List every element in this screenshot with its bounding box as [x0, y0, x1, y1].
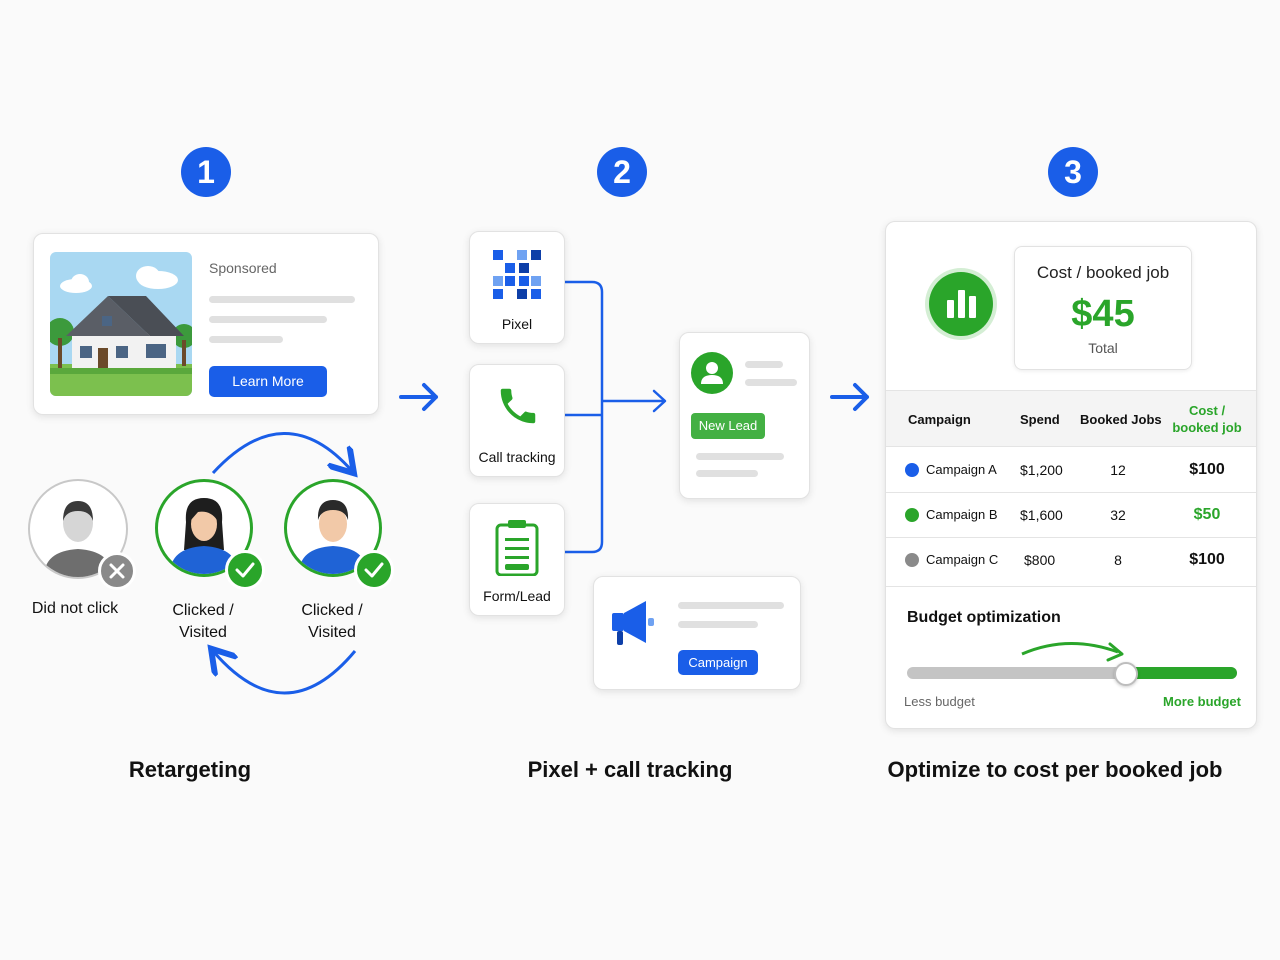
- connector-lines: [564, 280, 667, 554]
- check-icon: [225, 550, 265, 590]
- pixel-label: Pixel: [501, 316, 533, 332]
- table-divider: [886, 390, 1256, 391]
- budget-slider-thumb[interactable]: [1113, 662, 1138, 686]
- user-label-line: Clicked /: [301, 602, 363, 619]
- user-label: Clicked / Visited: [272, 600, 392, 644]
- curved-arrow-icon: [1021, 641, 1124, 662]
- form-lead-label: Form/Lead: [483, 588, 551, 604]
- new-lead-card: New Lead: [679, 332, 810, 499]
- campaign-jobs: 32: [1110, 507, 1126, 523]
- campaign-card: Campaign: [593, 576, 801, 690]
- header-cost-per-job: Cost / booked job: [1166, 402, 1248, 436]
- kpi-value: $45: [1071, 293, 1135, 335]
- arrow-right-icon: [830, 383, 869, 411]
- megaphone-icon: [608, 599, 660, 656]
- person-icon: [691, 352, 733, 394]
- kpi-subtitle: Total: [1088, 340, 1118, 356]
- budget-slider-track[interactable]: [907, 667, 1237, 679]
- table-divider: [886, 446, 1256, 447]
- budget-title: Budget optimization: [907, 609, 1061, 626]
- step-3-badge: 3: [1048, 147, 1098, 197]
- campaign-name: Campaign C: [926, 552, 999, 567]
- caption-pixel-call-tracking: Pixel + call tracking: [527, 757, 733, 782]
- header-cost-line: booked job: [1172, 420, 1242, 435]
- user-label: Clicked / Visited: [143, 600, 263, 644]
- clipboard-icon: [495, 520, 539, 581]
- user-label-line: Visited: [308, 624, 356, 641]
- learn-more-button[interactable]: Learn More: [209, 366, 327, 397]
- campaign-button[interactable]: Campaign: [678, 650, 758, 675]
- table-divider: [886, 492, 1256, 493]
- table-divider: [886, 586, 1256, 587]
- campaign-cost: $100: [1189, 461, 1225, 478]
- bar-chart-icon: [929, 272, 993, 336]
- table-divider: [886, 537, 1256, 538]
- header-booked-jobs: Booked Jobs: [1080, 412, 1162, 427]
- house-image: [50, 252, 192, 396]
- campaign-spend: $1,200: [1020, 462, 1063, 478]
- check-icon: [354, 550, 394, 590]
- ad-text-placeholder: [209, 316, 327, 323]
- budget-slider-fill: [1124, 667, 1237, 679]
- step-2-badge: 2: [597, 147, 647, 197]
- new-lead-badge: New Lead: [691, 413, 765, 439]
- table-row: Campaign B $1,600 32 $50: [886, 492, 1256, 537]
- campaign-name: Campaign B: [926, 507, 998, 522]
- step-1-badge: 1: [181, 147, 231, 197]
- retargeting-cycle-arrows: [195, 432, 375, 695]
- header-spend: Spend: [1020, 412, 1060, 427]
- ad-text-placeholder: [209, 336, 283, 343]
- lead-text-placeholder: [745, 361, 783, 368]
- campaign-spend: $1,600: [1020, 507, 1063, 523]
- kpi-title: Cost / booked job: [1036, 263, 1170, 282]
- user-label-line: Visited: [179, 624, 227, 641]
- arrow-right-icon: [399, 383, 438, 411]
- table-row: Campaign A $1,200 12 $100: [886, 447, 1256, 492]
- pixel-grid-icon: [493, 250, 541, 307]
- call-tracking-source-tile: Call tracking: [469, 364, 565, 477]
- caption-retargeting: Retargeting: [128, 757, 252, 782]
- lead-text-placeholder: [696, 453, 784, 460]
- ad-text-placeholder: [209, 296, 355, 303]
- user-label-line: Clicked /: [172, 602, 234, 619]
- call-tracking-label: Call tracking: [478, 449, 556, 465]
- user-label: Did not click: [31, 600, 119, 617]
- header-cost-line: Cost /: [1188, 403, 1226, 418]
- table-header: Campaign Spend Booked Jobs Cost / booked…: [886, 390, 1256, 446]
- campaign-cost: $100: [1189, 551, 1225, 568]
- pixel-source-tile: Pixel: [469, 231, 565, 344]
- campaign-cost: $50: [1193, 506, 1221, 523]
- sponsored-ad-card: Sponsored Learn More: [33, 233, 379, 415]
- campaign-color-dot: [905, 508, 919, 522]
- campaign-name: Campaign A: [926, 462, 997, 477]
- table-row: Campaign C $800 8 $100: [886, 537, 1256, 586]
- header-campaign: Campaign: [908, 412, 971, 427]
- campaign-jobs: 8: [1114, 552, 1122, 568]
- phone-icon: [495, 383, 541, 434]
- sponsored-label: Sponsored: [209, 260, 277, 276]
- optimization-panel: Cost / booked job $45 Total Campaign Spe…: [885, 221, 1257, 729]
- avatar-did-not-click: [28, 479, 128, 579]
- campaign-spend: $800: [1024, 552, 1056, 568]
- lead-text-placeholder: [696, 470, 758, 477]
- form-lead-source-tile: Form/Lead: [469, 503, 565, 616]
- less-budget-label: Less budget: [904, 694, 975, 709]
- cost-kpi-box: Cost / booked job $45 Total: [1014, 246, 1192, 370]
- campaign-jobs: 12: [1110, 462, 1126, 478]
- x-icon: [98, 552, 136, 590]
- lead-text-placeholder: [745, 379, 797, 386]
- campaign-text-placeholder: [678, 621, 758, 628]
- caption-optimize: Optimize to cost per booked job: [887, 757, 1223, 782]
- campaign-color-dot: [905, 553, 919, 567]
- more-budget-label: More budget: [1163, 694, 1241, 709]
- campaign-text-placeholder: [678, 602, 784, 609]
- campaign-color-dot: [905, 463, 919, 477]
